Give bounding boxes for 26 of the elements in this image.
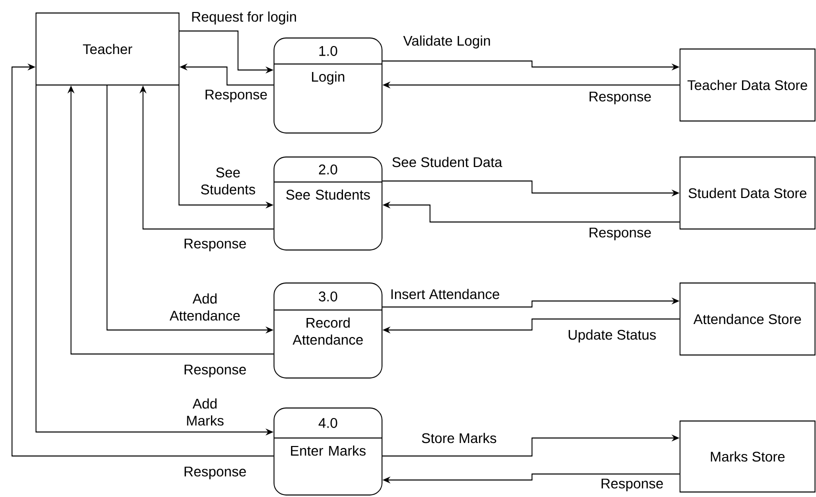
edge-label: See Students bbox=[195, 166, 261, 196]
edge-label: Response bbox=[182, 364, 248, 378]
data-store-box: Attendance Store bbox=[680, 282, 816, 356]
edge-label: See Student Data bbox=[390, 156, 504, 168]
process-box: 2.0 See Students bbox=[274, 156, 382, 250]
edge-label: Response bbox=[587, 90, 653, 106]
process-box: 4.0 Enter Marks bbox=[274, 408, 382, 496]
arrow bbox=[12, 63, 274, 456]
edge-label: Add Marks bbox=[179, 397, 231, 427]
edge-label: Response bbox=[182, 466, 248, 480]
edge-label: Request for login bbox=[190, 10, 298, 26]
edge-label: Add Attendance bbox=[166, 292, 244, 322]
edge-label: Response bbox=[182, 238, 248, 252]
edge-label: Store Marks bbox=[420, 432, 498, 444]
data-store-box: Student Data Store bbox=[680, 156, 816, 230]
edge-label: Response bbox=[599, 478, 665, 492]
entity-box: Teacher bbox=[36, 12, 180, 86]
edge-label: Response bbox=[204, 88, 269, 104]
process-box: 3.0 Record Attendance bbox=[274, 282, 382, 378]
edge-label: Response bbox=[587, 226, 653, 242]
edge-label: Insert Attendance bbox=[389, 288, 501, 300]
process-box: 1.0 Login bbox=[274, 38, 382, 134]
data-store-box: Teacher Data Store bbox=[680, 48, 816, 122]
edge-label: Update Status bbox=[566, 328, 658, 344]
data-store-box: Marks Store bbox=[680, 420, 816, 492]
edge-label: Validate Login bbox=[402, 34, 492, 50]
